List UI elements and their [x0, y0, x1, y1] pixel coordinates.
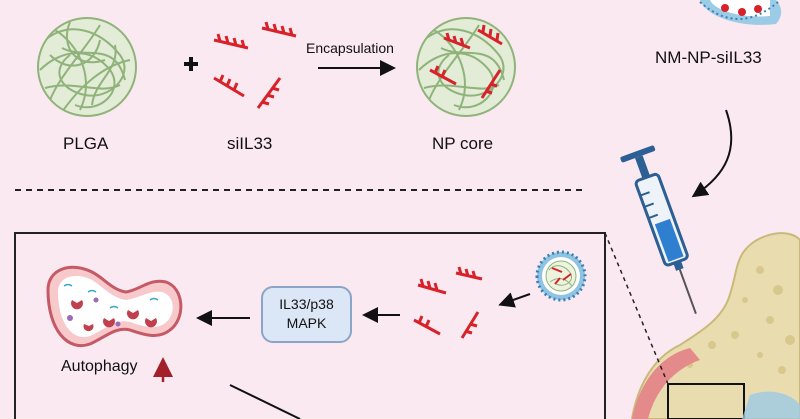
bone-joint-icon	[630, 232, 800, 419]
plga-label: PLGA	[63, 134, 109, 153]
pathway-label-line2: MAPK	[286, 315, 327, 331]
plus-sign	[184, 57, 198, 71]
pathway-box	[261, 286, 352, 343]
connector-line	[229, 384, 301, 419]
released-sirna-icon	[413, 266, 483, 339]
sirna-icon	[213, 21, 297, 109]
mechanism-panel	[14, 232, 606, 419]
zoom-guide-line	[604, 232, 669, 385]
autophagy-label: Autophagy	[61, 358, 138, 375]
release-arrow	[498, 292, 531, 308]
np-core-label: NP core	[432, 134, 494, 153]
syringe-icon	[620, 145, 697, 315]
encapsulation-label: Encapsulation	[306, 40, 394, 56]
plga-sphere-icon	[37, 17, 137, 117]
panel-nanoparticle-icon	[535, 250, 587, 302]
nm-np-label: NM-NP-siIL33	[655, 48, 762, 67]
nanoparticle-icon	[699, 0, 782, 25]
np-core-icon	[416, 17, 516, 117]
cell-icon	[46, 265, 183, 348]
injection-arrow	[691, 109, 733, 198]
siil33-label: siIL33	[227, 134, 273, 153]
pathway-label-line1: IL33/p38	[279, 296, 334, 312]
